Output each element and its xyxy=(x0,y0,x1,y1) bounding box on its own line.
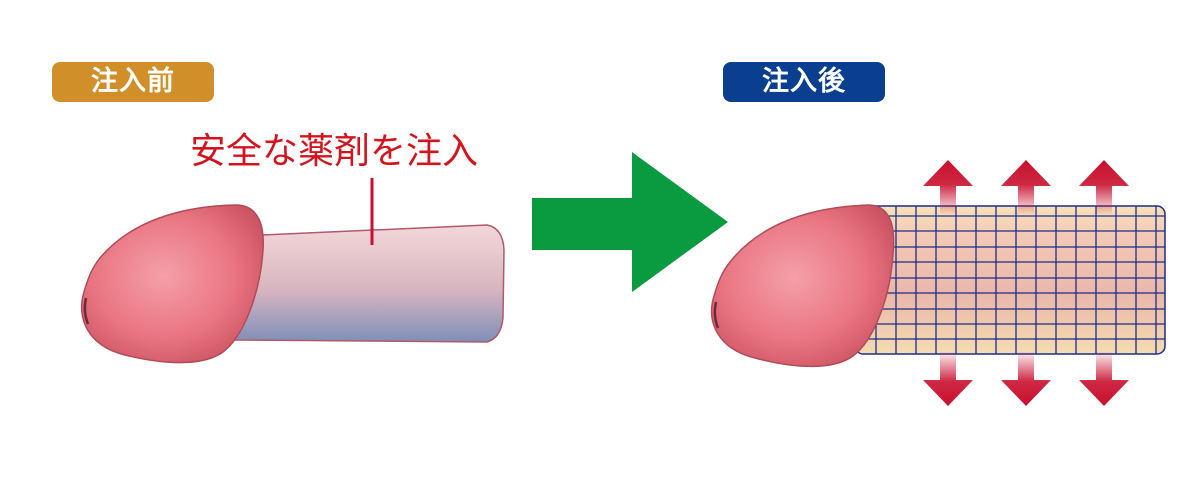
right-arrow-icon xyxy=(532,152,728,292)
expansion-arrow-up-3 xyxy=(1079,160,1129,214)
up-down-arrow-icon xyxy=(923,160,1129,406)
urethral-opening-before xyxy=(83,297,90,325)
urethral-opening-after xyxy=(713,301,720,329)
annotation-label: 安全な薬剤を注入 xyxy=(190,131,479,172)
shaft-after xyxy=(854,205,1166,355)
before-badge: 注入前 xyxy=(52,62,214,102)
expansion-arrow-down-1 xyxy=(923,352,973,406)
glans-after xyxy=(710,204,895,368)
mesh-grid xyxy=(855,206,1165,354)
shaft-before xyxy=(234,224,505,343)
expansion-arrow-up-1 xyxy=(923,160,973,214)
before-illustration xyxy=(80,204,505,364)
expansion-arrow-up-2 xyxy=(1001,160,1051,214)
after-illustration xyxy=(710,160,1166,406)
after-badge: 注入後 xyxy=(723,62,885,102)
glans-before xyxy=(80,204,264,364)
expansion-arrow-down-3 xyxy=(1079,352,1129,406)
expansion-arrow-down-2 xyxy=(1001,352,1051,406)
